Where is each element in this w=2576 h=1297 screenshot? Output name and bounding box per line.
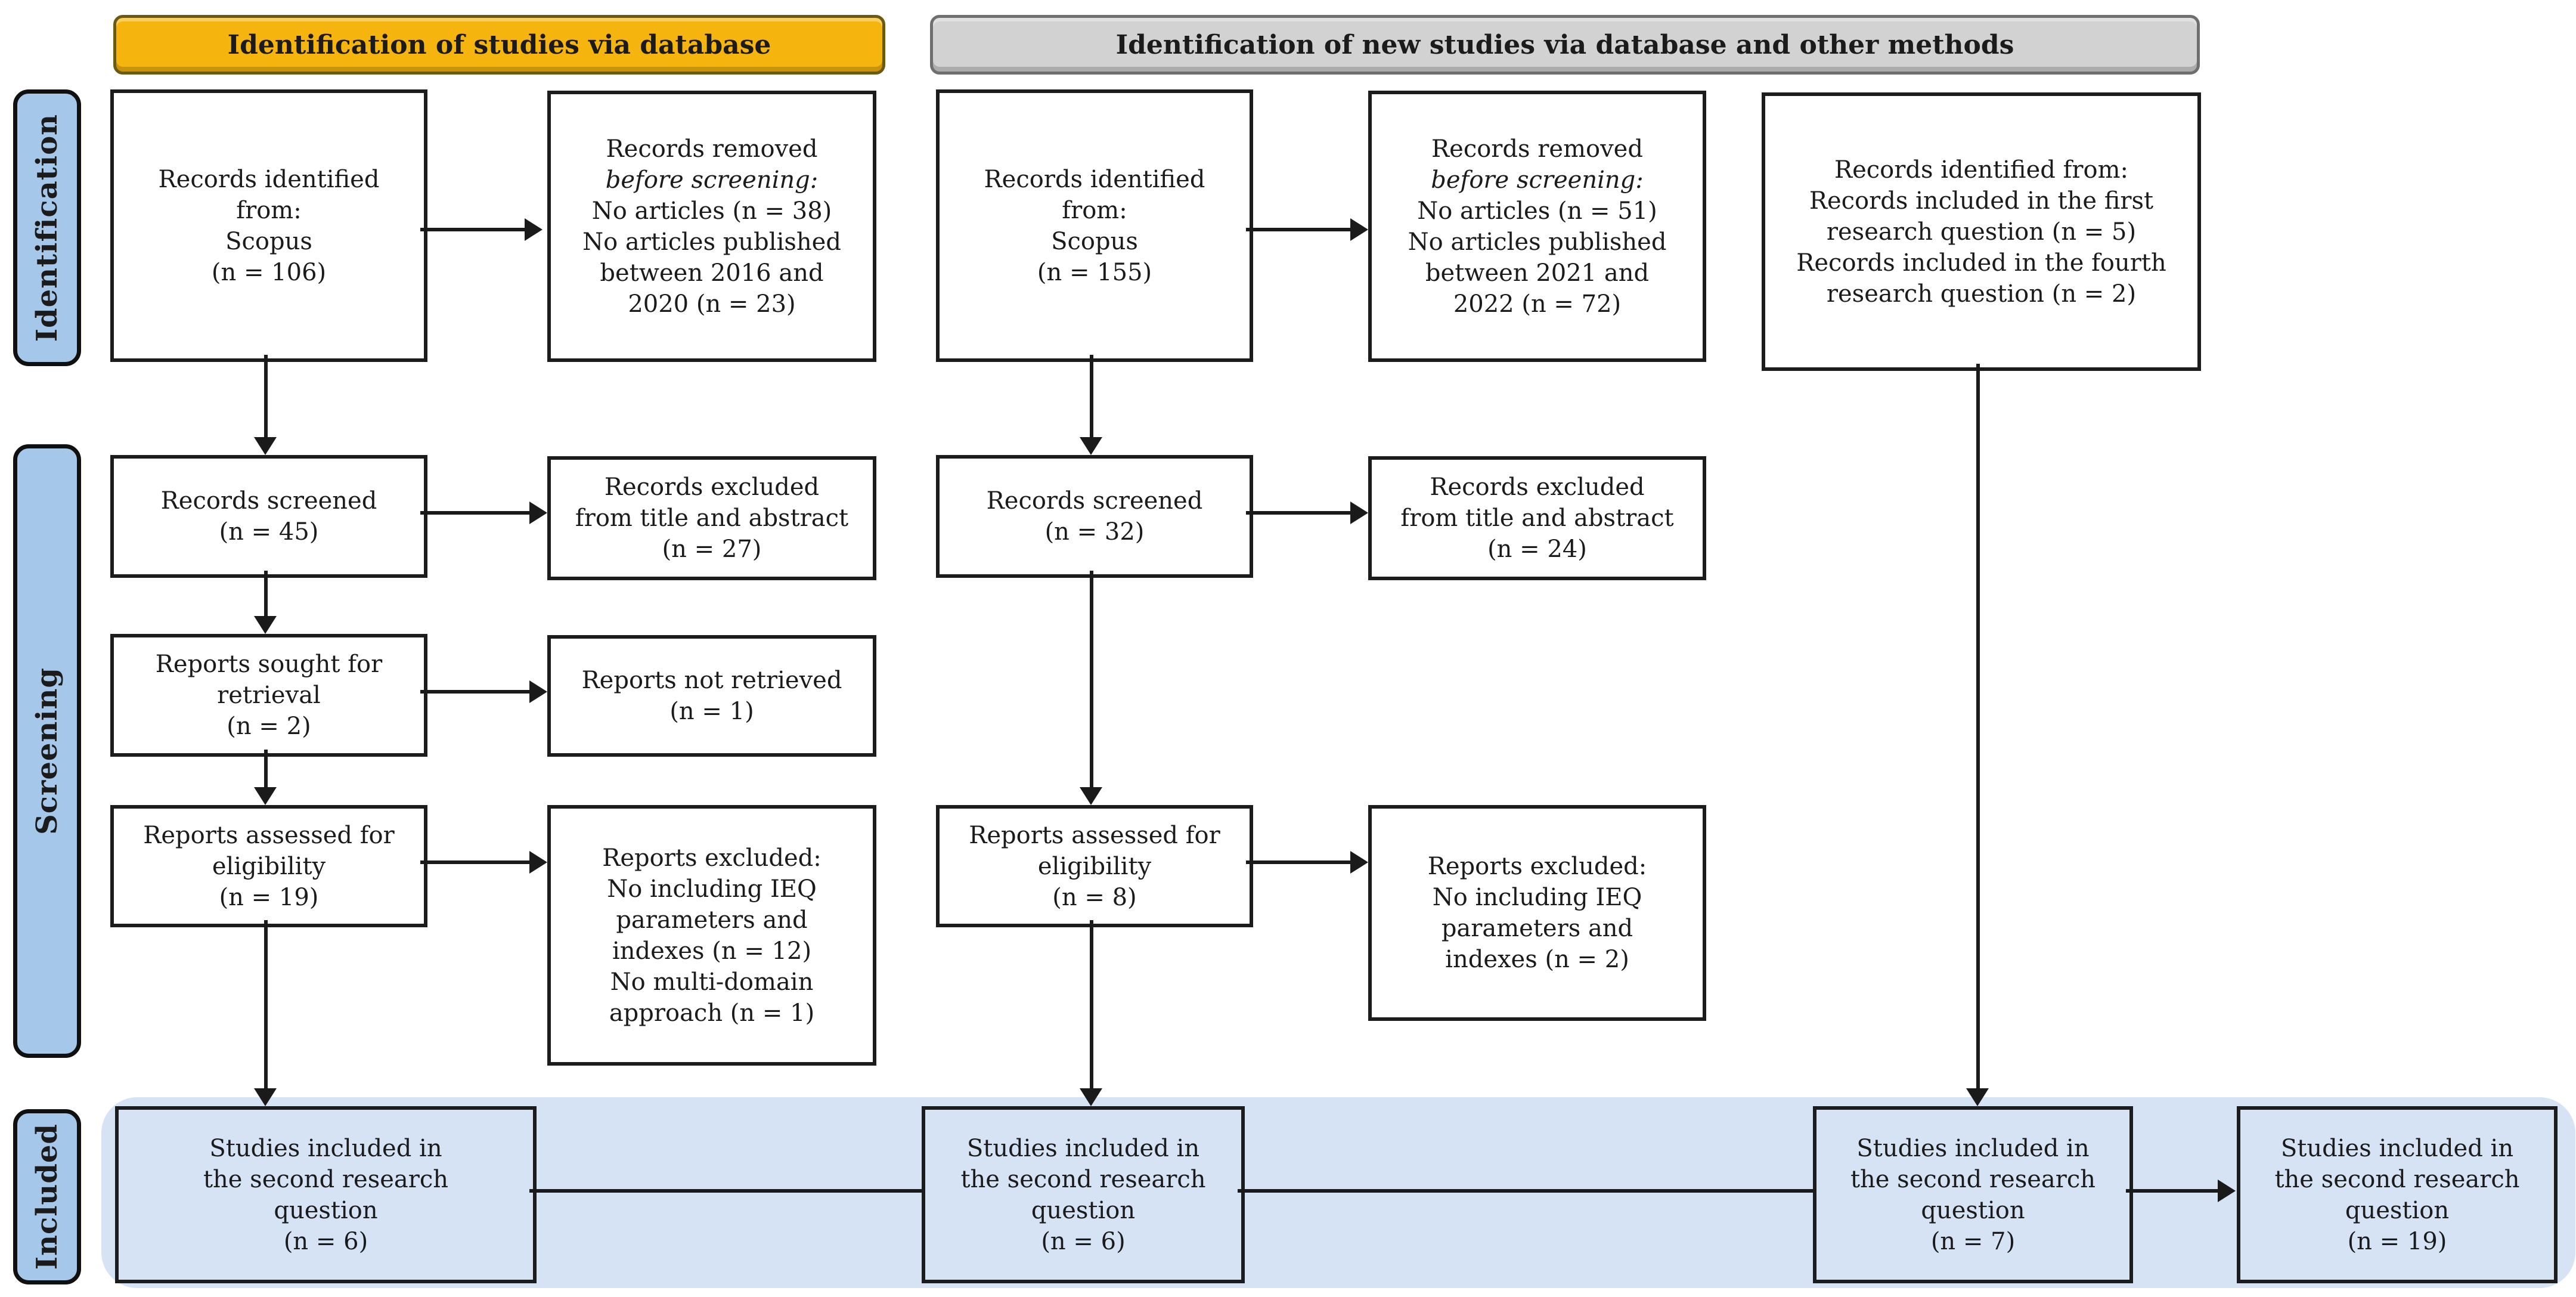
arrow-identified2-to-screened2 (1090, 355, 1093, 438)
arrowhead-down-icon (254, 616, 277, 634)
arrowhead-right-icon (1350, 851, 1368, 874)
arrow-assessed2-to-excludedreports2 (1246, 860, 1351, 864)
header-identification-new-studies-label: Identification of new studies via databa… (1115, 29, 2014, 60)
arrowhead-down-icon (1080, 1088, 1102, 1106)
connector-included2-to-included3 (1238, 1189, 1813, 1193)
arrow-screened2-to-assessed2 (1090, 571, 1093, 788)
stage-label-screening: Screening (13, 444, 81, 1058)
arrowhead-right-icon (529, 851, 547, 874)
box-records-screened-1-text: Records screened(n = 45) (160, 487, 377, 546)
stage-label-included-text: Included (30, 1123, 64, 1270)
arrowhead-down-icon (1966, 1088, 1989, 1106)
arrow-researchquestions-to-included3 (1976, 364, 1980, 1089)
arrow-included3-to-final (2126, 1189, 2219, 1193)
connector-included1-to-included2 (529, 1189, 922, 1193)
stage-label-identification: Identification (13, 89, 81, 366)
box-reports-not-retrieved-text: Reports not retrieved(n = 1) (581, 667, 842, 725)
arrowhead-down-icon (254, 1088, 277, 1106)
arrowhead-right-icon (529, 680, 547, 703)
arrow-assessed1-to-excludedreports1 (420, 860, 531, 864)
arrow-identified1-to-screened1 (264, 355, 268, 438)
header-identification-via-database-label: Identification of studies via database (227, 29, 771, 60)
arrow-sought-to-notretrieved (420, 690, 531, 694)
arrow-identified1-to-removed1 (420, 228, 526, 231)
arrow-sought-to-assessed1 (264, 750, 268, 788)
arrowhead-right-icon (2218, 1180, 2236, 1202)
arrow-screened1-to-sought (264, 571, 268, 617)
box-records-screened-1: Records screened(n = 45) (110, 455, 427, 578)
arrowhead-right-icon (529, 502, 547, 524)
arrowhead-right-icon (1350, 502, 1368, 524)
stage-label-screening-text: Screening (30, 667, 64, 835)
stage-label-identification-text: Identification (30, 113, 64, 342)
arrow-screened1-to-excluded1 (420, 511, 531, 515)
arrow-screened2-to-excluded2 (1246, 511, 1351, 515)
header-identification-via-database: Identification of studies via database (113, 15, 885, 75)
arrowhead-right-icon (1350, 218, 1368, 241)
box-reports-not-retrieved: Reports not retrieved(n = 1) (547, 635, 876, 757)
box-records-screened-2-text: Records screened(n = 32) (986, 487, 1203, 546)
arrowhead-right-icon (525, 218, 543, 241)
arrowhead-down-icon (1080, 787, 1102, 805)
box-records-identified-research-questions: Records identified from:Records included… (1762, 92, 2201, 371)
box-records-screened-2: Records screened(n = 32) (936, 455, 1253, 578)
stage-label-included: Included (13, 1109, 81, 1284)
arrow-assessed2-to-included2 (1090, 920, 1093, 1089)
box-records-identified-research-questions-text: Records identified from:Records included… (1796, 156, 2166, 308)
arrowhead-down-icon (254, 787, 277, 805)
arrow-assessed1-to-included1 (264, 920, 268, 1089)
header-identification-new-studies: Identification of new studies via databa… (930, 15, 2200, 75)
arrowhead-down-icon (1080, 437, 1102, 455)
arrow-identified2-to-removed2 (1246, 228, 1351, 231)
arrowhead-down-icon (254, 437, 277, 455)
